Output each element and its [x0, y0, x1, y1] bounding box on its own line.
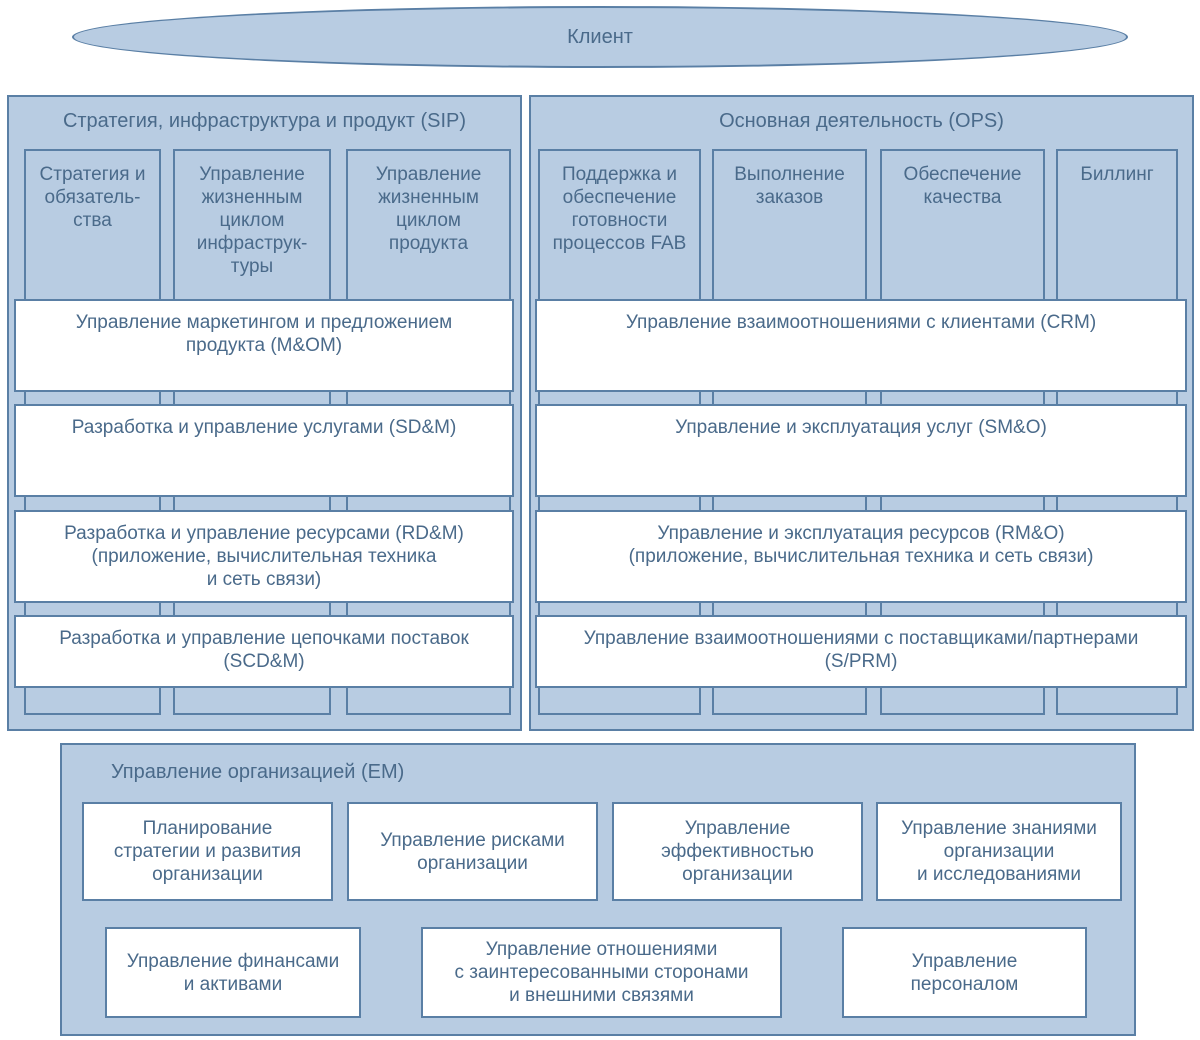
ops-title: Основная деятельность (OPS) — [719, 110, 1004, 132]
em-title: Управление организацией (EM) — [111, 761, 405, 783]
em-box-effectiveness: Управление эффективностью организации — [612, 802, 863, 901]
sip-title: Стратегия, инфраструктура и продукт (SIP… — [62, 110, 467, 132]
em-box-finance: Управление финансами и активами — [105, 927, 361, 1018]
ops-column-fab-label: Поддержка и обеспечение готовности проце… — [552, 164, 687, 254]
ops-row-smo: Управление и эксплуатация услуг (SM&O) — [535, 404, 1187, 497]
ops-column-assurance-label: Обеспечение качества — [903, 164, 1022, 208]
sip-column-infrastructure-label: Управление жизненным циклом инфраструк- … — [196, 164, 308, 277]
em-box-strategy-planning: Планирование стратегии и развития органи… — [82, 802, 333, 901]
ops-row-crm: Управление взаимоотношениями с клиентами… — [535, 299, 1187, 392]
ops-column-billing-label: Биллинг — [1080, 164, 1154, 185]
sip-column-product-label: Управление жизненным циклом продукта — [375, 164, 482, 254]
sip-row-scdm: Разработка и управление цепочками постав… — [14, 615, 514, 688]
em-box-risk-management: Управление рисками организации — [347, 802, 598, 901]
sip-row-rdm: Разработка и управление ресурсами (RD&M)… — [14, 510, 514, 603]
ops-row-sprm: Управление взаимоотношениями с поставщик… — [535, 615, 1187, 688]
sip-row-sdm: Разработка и управление услугами (SD&M) — [14, 404, 514, 497]
sip-column-strategy-label: Стратегия и обязатель- ства — [39, 164, 146, 231]
em-box-personnel: Управление персоналом — [842, 927, 1087, 1018]
ops-column-fulfillment-label: Выполнение заказов — [734, 164, 845, 208]
ops-row-rmo: Управление и эксплуатация ресурсов (RM&O… — [535, 510, 1187, 603]
client-label: Клиент — [567, 25, 633, 48]
client-ellipse: Клиент — [72, 6, 1128, 68]
em-box-stakeholders: Управление отношениями с заинтересованны… — [421, 927, 782, 1018]
em-box-knowledge: Управление знаниями организации и исслед… — [876, 802, 1122, 901]
sip-row-mom: Управление маркетингом и предложением пр… — [14, 299, 514, 392]
